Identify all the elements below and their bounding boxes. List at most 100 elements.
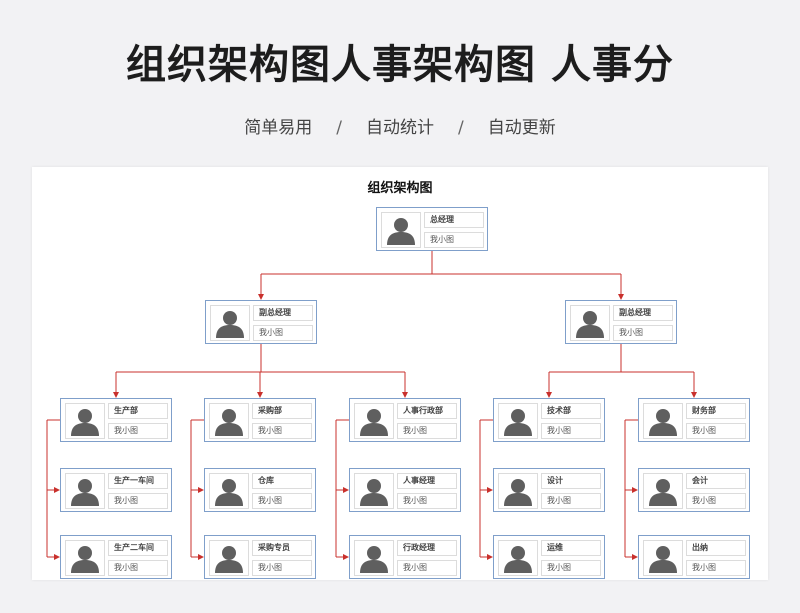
person-silhouette-icon — [71, 409, 99, 436]
avatar — [209, 403, 249, 439]
edge-layer — [46, 251, 697, 560]
avatar — [354, 473, 394, 509]
avatar — [65, 540, 105, 576]
org-node-hradmin[interactable]: 人事行政部我小图 — [349, 398, 461, 442]
node-role: 财务部 — [686, 403, 746, 419]
node-role: 人事行政部 — [397, 403, 457, 419]
avatar — [643, 473, 683, 509]
person-silhouette-icon — [360, 409, 388, 436]
connector-lines — [46, 251, 697, 560]
org-node-gm[interactable]: 总经理我小图 — [376, 207, 488, 251]
org-node-ws2[interactable]: 生产二车间我小图 — [60, 535, 172, 579]
org-node-ops[interactable]: 运维我小图 — [493, 535, 605, 579]
node-role: 副总经理 — [253, 305, 313, 321]
node-person-name: 我小图 — [424, 232, 484, 248]
avatar — [65, 403, 105, 439]
node-person-name: 我小图 — [252, 423, 312, 439]
avatar — [65, 473, 105, 509]
feature-auto-stats: 自动统计 — [366, 118, 434, 138]
avatar — [498, 473, 538, 509]
node-person-name: 我小图 — [397, 493, 457, 509]
org-node-design[interactable]: 设计我小图 — [493, 468, 605, 512]
org-node-hrm[interactable]: 人事经理我小图 — [349, 468, 461, 512]
node-role: 运维 — [541, 540, 601, 556]
person-silhouette-icon — [360, 546, 388, 573]
page-title: 组织架构图人事架构图 人事分 — [126, 42, 674, 88]
node-person-name: 我小图 — [397, 423, 457, 439]
node-person-name: 我小图 — [686, 423, 746, 439]
node-person-name: 我小图 — [541, 423, 601, 439]
node-person-name: 我小图 — [686, 560, 746, 576]
node-role: 生产部 — [108, 403, 168, 419]
node-role: 技术部 — [541, 403, 601, 419]
node-person-name: 我小图 — [108, 423, 168, 439]
org-node-fin[interactable]: 财务部我小图 — [638, 398, 750, 442]
avatar — [354, 403, 394, 439]
avatar — [498, 403, 538, 439]
person-silhouette-icon — [504, 479, 532, 506]
node-role: 设计 — [541, 473, 601, 489]
person-silhouette-icon — [215, 479, 243, 506]
avatar — [210, 305, 250, 341]
node-role: 副总经理 — [613, 305, 673, 321]
node-person-name: 我小图 — [613, 325, 673, 341]
org-node-ws1[interactable]: 生产一车间我小图 — [60, 468, 172, 512]
feature-easy: 简单易用 — [244, 118, 313, 138]
avatar — [209, 540, 249, 576]
node-person-name: 我小图 — [686, 493, 746, 509]
node-role: 采购专员 — [252, 540, 312, 556]
org-node-prod[interactable]: 生产部我小图 — [60, 398, 172, 442]
node-role: 生产二车间 — [108, 540, 168, 556]
person-silhouette-icon — [216, 311, 244, 338]
avatar — [643, 403, 683, 439]
person-silhouette-icon — [504, 546, 532, 573]
org-node-purch[interactable]: 采购部我小图 — [204, 398, 316, 442]
person-silhouette-icon — [649, 546, 677, 573]
org-node-cashier[interactable]: 出纳我小图 — [638, 535, 750, 579]
node-role: 总经理 — [424, 212, 484, 228]
org-node-buyer[interactable]: 采购专员我小图 — [204, 535, 316, 579]
org-node-vp2[interactable]: 副总经理我小图 — [565, 300, 677, 344]
org-node-wh[interactable]: 仓库我小图 — [204, 468, 316, 512]
org-node-tech[interactable]: 技术部我小图 — [493, 398, 605, 442]
person-silhouette-icon — [576, 311, 604, 338]
separator: / — [336, 118, 342, 138]
person-silhouette-icon — [649, 479, 677, 506]
avatar — [381, 212, 421, 248]
node-role: 仓库 — [252, 473, 312, 489]
avatar — [570, 305, 610, 341]
org-node-acct[interactable]: 会计我小图 — [638, 468, 750, 512]
node-person-name: 我小图 — [252, 493, 312, 509]
person-silhouette-icon — [504, 409, 532, 436]
node-person-name: 我小图 — [541, 493, 601, 509]
avatar — [643, 540, 683, 576]
feature-tagline: 简单易用 / 自动统计 / 自动更新 — [0, 113, 800, 138]
feature-auto-update: 自动更新 — [487, 118, 556, 138]
node-role: 行政经理 — [397, 540, 457, 556]
person-silhouette-icon — [387, 218, 415, 245]
node-role: 人事经理 — [397, 473, 457, 489]
separator: / — [458, 118, 464, 138]
person-silhouette-icon — [649, 409, 677, 436]
node-person-name: 我小图 — [252, 560, 312, 576]
node-person-name: 我小图 — [397, 560, 457, 576]
person-silhouette-icon — [215, 409, 243, 436]
org-node-vp1[interactable]: 副总经理我小图 — [205, 300, 317, 344]
person-silhouette-icon — [71, 479, 99, 506]
avatar — [498, 540, 538, 576]
node-role: 采购部 — [252, 403, 312, 419]
node-person-name: 我小图 — [108, 560, 168, 576]
person-silhouette-icon — [71, 546, 99, 573]
avatar — [354, 540, 394, 576]
node-person-name: 我小图 — [541, 560, 601, 576]
person-silhouette-icon — [215, 546, 243, 573]
node-person-name: 我小图 — [253, 325, 313, 341]
node-role: 会计 — [686, 473, 746, 489]
org-node-adminm[interactable]: 行政经理我小图 — [349, 535, 461, 579]
org-chart-sheet: 组织架构图 总经理我小图副总经理我小图副总经理我小图生产部我小图采购部我小图人事… — [32, 167, 768, 580]
avatar — [209, 473, 249, 509]
chart-title: 组织架构图 — [367, 181, 433, 196]
person-silhouette-icon — [360, 479, 388, 506]
node-person-name: 我小图 — [108, 493, 168, 509]
node-role: 生产一车间 — [108, 473, 168, 489]
